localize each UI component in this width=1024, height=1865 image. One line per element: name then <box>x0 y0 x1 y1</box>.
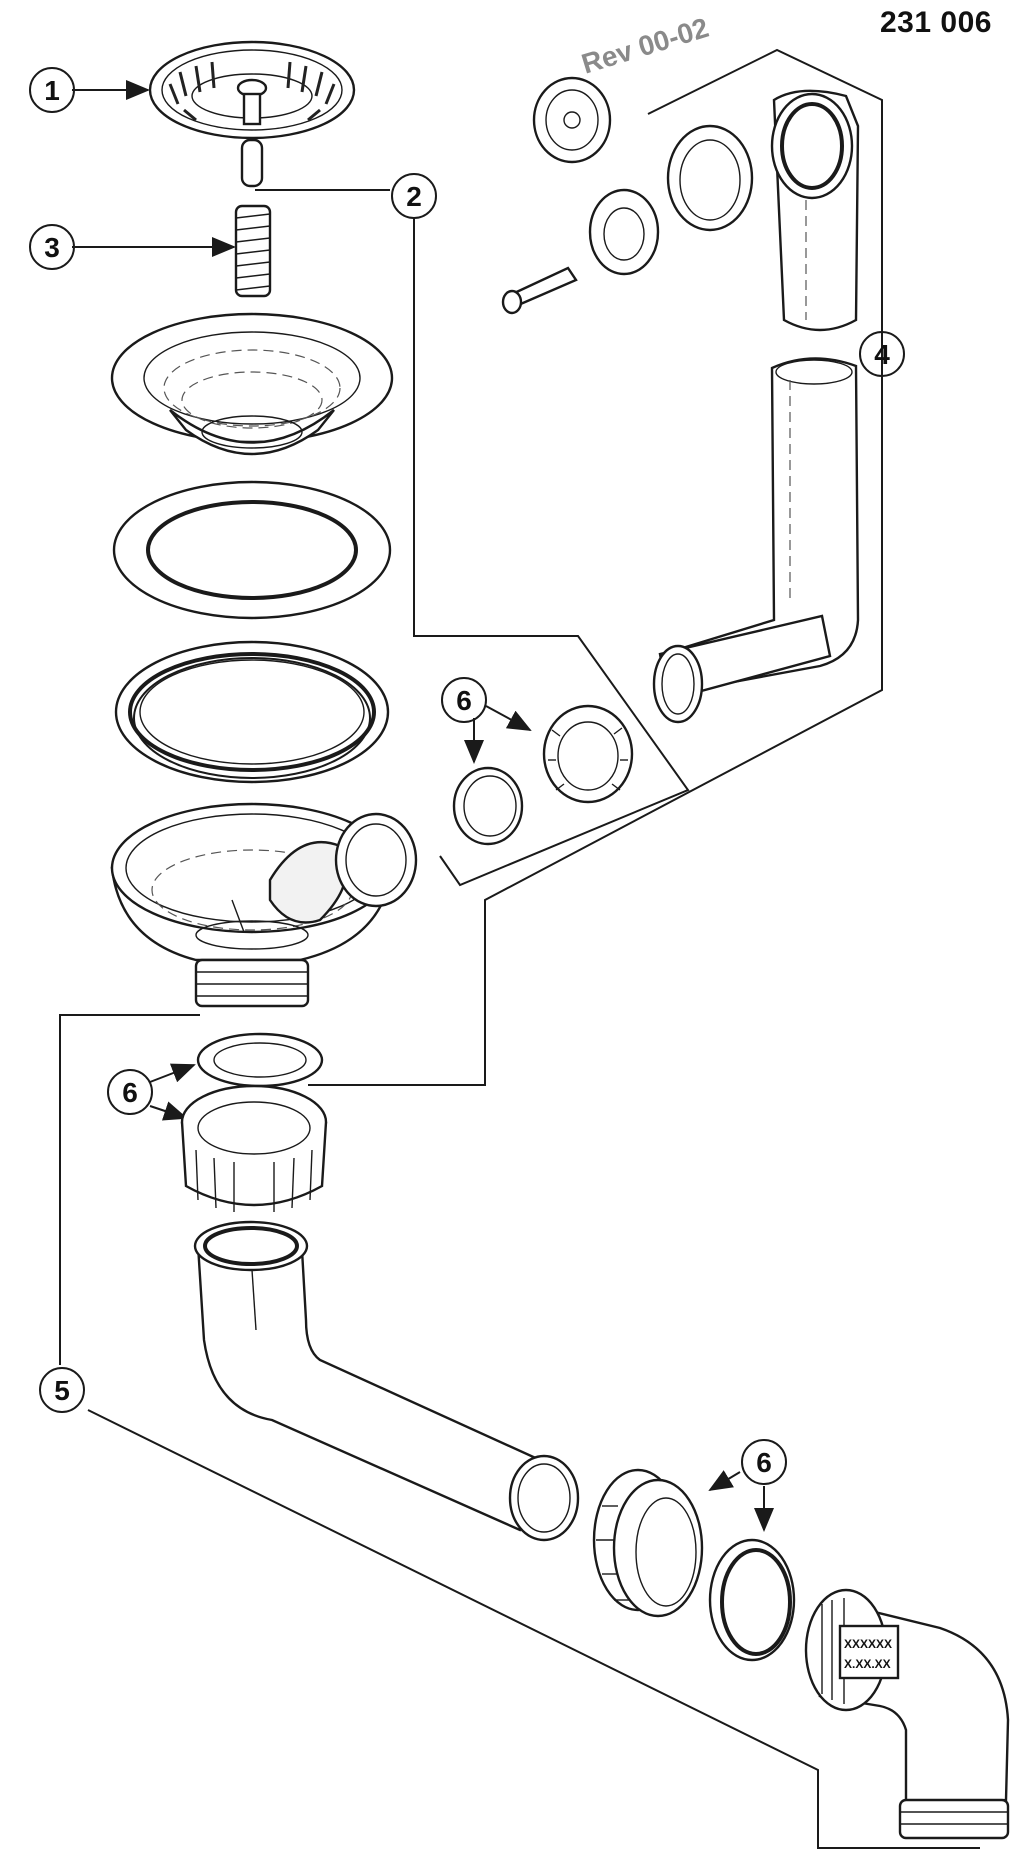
bracket-5-left <box>59 1014 200 1365</box>
callout-5: 5 <box>39 1367 85 1413</box>
spring <box>234 204 272 298</box>
callout-6-nut: 6 <box>107 1069 153 1115</box>
callout-3: 3 <box>29 224 75 270</box>
document-number: 231 006 <box>880 6 992 39</box>
sink-flange <box>110 312 394 456</box>
callouts: 1 2 3 4 5 6 6 <box>29 67 905 1485</box>
arrow-6b <box>485 705 532 731</box>
large-nut <box>592 1468 704 1618</box>
callout-2: 2 <box>391 173 437 219</box>
union-nut <box>180 1084 328 1212</box>
arrow-6c <box>149 1063 196 1083</box>
svg-text:6: 6 <box>756 1447 772 1478</box>
svg-text:2: 2 <box>406 181 422 212</box>
leader-lines <box>59 48 980 1849</box>
trap-elbow: XXXXXX X.XX.XX <box>804 1588 1010 1840</box>
pipe-marking-line-1: XXXXXX <box>844 1637 892 1651</box>
rubber-ring <box>114 640 390 784</box>
bracket-4-overflow <box>308 48 883 1086</box>
callout-1: 1 <box>29 67 75 113</box>
svg-text:1: 1 <box>44 75 60 106</box>
bracket-5-bottom <box>87 1409 980 1849</box>
svg-text:4: 4 <box>874 339 890 370</box>
flat-gasket <box>112 480 392 620</box>
callout-4: 4 <box>859 331 905 377</box>
svg-text:3: 3 <box>44 232 60 263</box>
elbow-pipe <box>193 1220 580 1542</box>
sealing-ring-large <box>708 1538 796 1662</box>
svg-text:5: 5 <box>54 1375 70 1406</box>
bracket-2-connector <box>413 218 690 887</box>
connector-group <box>452 704 634 846</box>
overflow-assembly <box>501 76 860 724</box>
drain-body <box>110 802 418 1008</box>
strainer-basket <box>148 40 356 188</box>
callout-6-trap: 6 <box>741 1439 787 1485</box>
washer-small <box>196 1032 324 1088</box>
arrow-6d <box>149 1101 188 1121</box>
callout-6-connector: 6 <box>441 677 487 723</box>
pipe-marking-line-2: X.XX.XX <box>844 1657 891 1671</box>
svg-text:6: 6 <box>122 1077 138 1108</box>
svg-text:6: 6 <box>456 685 472 716</box>
arrow-6e <box>708 1470 741 1492</box>
